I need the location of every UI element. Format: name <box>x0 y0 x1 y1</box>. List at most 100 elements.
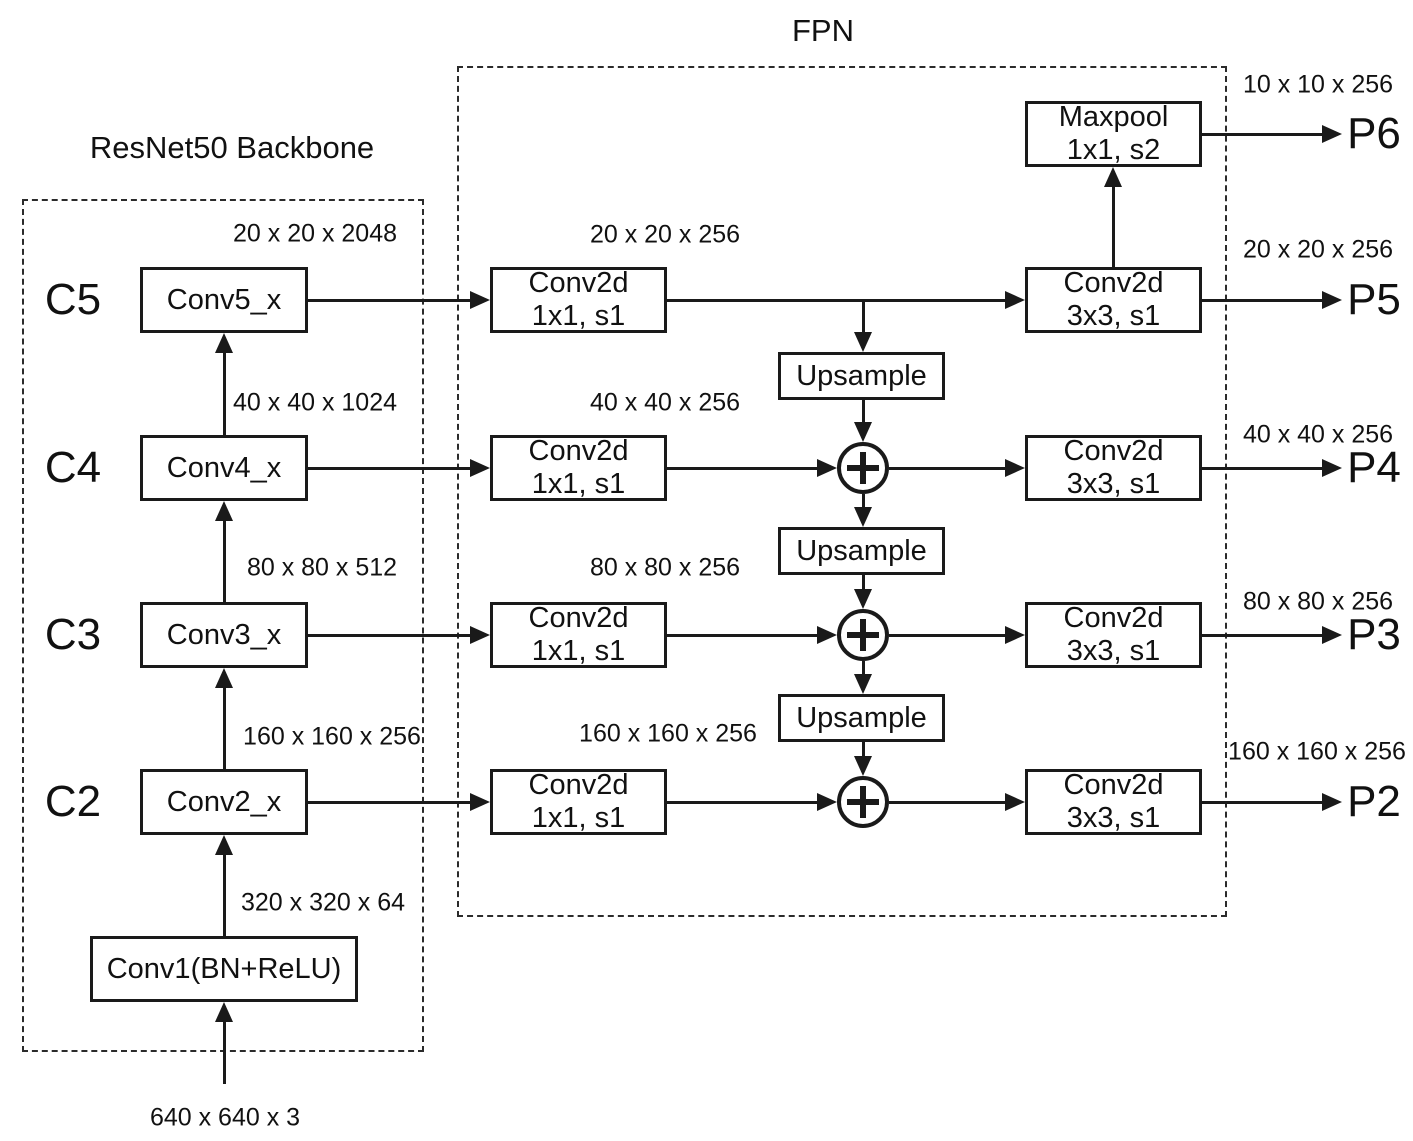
output-conv-p3-line2: 3x3, s1 <box>1066 635 1161 667</box>
p5-label: P5 <box>1347 275 1401 324</box>
dim-lateral-p2: 160 x 160 x 256 <box>579 719 757 748</box>
edge-p3-down-line <box>862 661 865 674</box>
conv2x-label: Conv2_x <box>166 785 282 818</box>
edge-conv1-conv2-line <box>223 853 226 936</box>
edge-p4-lateral-add-head <box>817 459 837 477</box>
edge-upsample3-add-head <box>854 756 872 776</box>
edge-p2-lateral-add-head <box>817 793 837 811</box>
edge-p2-add-output-head <box>1005 793 1025 811</box>
edge-p6-out-line <box>1202 133 1322 136</box>
edge-p5-branch-head <box>854 332 872 352</box>
conv5x-label: Conv5_x <box>166 283 282 316</box>
c5-label: C5 <box>44 275 102 324</box>
maxpool-line2: 1x1, s2 <box>1066 134 1161 166</box>
conv1-box: Conv1(BN+ReLU) <box>90 936 358 1002</box>
output-conv-box-p5: Conv2d 3x3, s1 <box>1025 267 1202 333</box>
edge-conv3-conv4-head <box>215 501 233 521</box>
c3-label: C3 <box>44 610 102 659</box>
lateral-conv-p3-line1: Conv2d <box>528 602 629 634</box>
dim-c4-out: 40 x 40 x 1024 <box>232 388 398 417</box>
edge-c3-lateral-line <box>308 634 470 637</box>
dim-c2-out: 160 x 160 x 256 <box>243 722 421 751</box>
edge-p3-add-output-line <box>889 634 1005 637</box>
dim-p3: 80 x 80 x 256 <box>1242 587 1394 616</box>
c2-label: C2 <box>44 777 102 826</box>
edge-c5-lateral-line <box>308 299 470 302</box>
upsample-box-1: Upsample <box>778 352 945 400</box>
edge-p4-down-head <box>854 507 872 527</box>
plus-icon <box>860 786 866 818</box>
dim-p6: 10 x 10 x 256 <box>1242 70 1394 99</box>
plus-icon <box>860 452 866 484</box>
edge-conv1-conv2-head <box>215 835 233 855</box>
lateral-conv-p5-line2: 1x1, s1 <box>531 300 626 332</box>
edge-conv2-conv3-line <box>223 686 226 769</box>
dim-p5: 20 x 20 x 256 <box>1242 235 1394 264</box>
edge-p5-across-head <box>1005 291 1025 309</box>
dim-c3-out: 80 x 80 x 512 <box>246 553 398 582</box>
edge-input-conv1-head <box>215 1002 233 1022</box>
edge-p4-down-line <box>862 494 865 507</box>
edge-p3-add-output-head <box>1005 626 1025 644</box>
edge-p2-out-line <box>1202 801 1322 804</box>
backbone-title: ResNet50 Backbone <box>89 130 375 165</box>
edge-p3-lateral-add-head <box>817 626 837 644</box>
lateral-conv-box-p5: Conv2d 1x1, s1 <box>490 267 667 333</box>
p4-label: P4 <box>1347 443 1401 492</box>
edge-upsample1-add-head <box>854 422 872 442</box>
lateral-conv-box-p4: Conv2d 1x1, s1 <box>490 435 667 501</box>
edge-upsample2-add-head <box>854 589 872 609</box>
dim-c5-out: 20 x 20 x 2048 <box>232 219 398 248</box>
output-conv-p4-line1: Conv2d <box>1063 435 1164 467</box>
edge-upsample1-add-line <box>862 400 865 422</box>
add-node-p2 <box>837 776 889 828</box>
dim-conv1-out: 320 x 320 x 64 <box>240 888 406 917</box>
lateral-conv-p3-line2: 1x1, s1 <box>531 635 626 667</box>
edge-c5-lateral-head <box>470 291 490 309</box>
dim-lateral-p5: 20 x 20 x 256 <box>589 220 741 249</box>
output-conv-p2-line2: 3x3, s1 <box>1066 802 1161 834</box>
output-conv-box-p2: Conv2d 3x3, s1 <box>1025 769 1202 835</box>
edge-conv2-conv3-head <box>215 668 233 688</box>
conv1-label: Conv1(BN+ReLU) <box>106 952 342 985</box>
edge-upsample2-add-line <box>862 575 865 589</box>
p3-label: P3 <box>1347 610 1401 659</box>
edge-p5-across-line <box>667 299 1005 302</box>
lateral-conv-p2-line2: 1x1, s1 <box>531 802 626 834</box>
lateral-conv-p4-line2: 1x1, s1 <box>531 468 626 500</box>
edge-conv3-conv4-line <box>223 519 226 602</box>
edge-c4-lateral-head <box>470 459 490 477</box>
conv2x-box: Conv2_x <box>140 769 308 835</box>
dim-p4: 40 x 40 x 256 <box>1242 420 1394 449</box>
lateral-conv-box-p2: Conv2d 1x1, s1 <box>490 769 667 835</box>
lateral-conv-box-p3: Conv2d 1x1, s1 <box>490 602 667 668</box>
output-conv-p3-line1: Conv2d <box>1063 602 1164 634</box>
conv3x-label: Conv3_x <box>166 618 282 651</box>
upsample-2-label: Upsample <box>796 534 927 567</box>
edge-p2-lateral-add-line <box>667 801 817 804</box>
edge-p4-out-line <box>1202 467 1322 470</box>
conv4x-label: Conv4_x <box>166 451 282 484</box>
edge-p5-branch-line <box>862 300 865 332</box>
lateral-conv-p2-line1: Conv2d <box>528 769 629 801</box>
edge-p3-out-line <box>1202 634 1322 637</box>
upsample-box-3: Upsample <box>778 694 945 742</box>
edge-p4-out-head <box>1322 459 1342 477</box>
edge-p4-add-output-head <box>1005 459 1025 477</box>
edge-p4-lateral-add-line <box>667 467 817 470</box>
edge-p5conv-maxpool-head <box>1104 167 1122 187</box>
dim-lateral-p4: 40 x 40 x 256 <box>589 388 741 417</box>
edge-c4-lateral-line <box>308 467 470 470</box>
edge-p2-out-head <box>1322 793 1342 811</box>
dim-input: 640 x 640 x 3 <box>149 1103 301 1132</box>
fpn-region-outline <box>457 66 1227 917</box>
edge-p3-out-head <box>1322 626 1342 644</box>
edge-p4-add-output-line <box>889 467 1005 470</box>
output-conv-box-p3: Conv2d 3x3, s1 <box>1025 602 1202 668</box>
edge-input-conv1-line <box>223 1020 226 1084</box>
dim-lateral-p3: 80 x 80 x 256 <box>589 553 741 582</box>
p6-label: P6 <box>1347 109 1401 158</box>
upsample-box-2: Upsample <box>778 527 945 575</box>
maxpool-box: Maxpool 1x1, s2 <box>1025 101 1202 167</box>
